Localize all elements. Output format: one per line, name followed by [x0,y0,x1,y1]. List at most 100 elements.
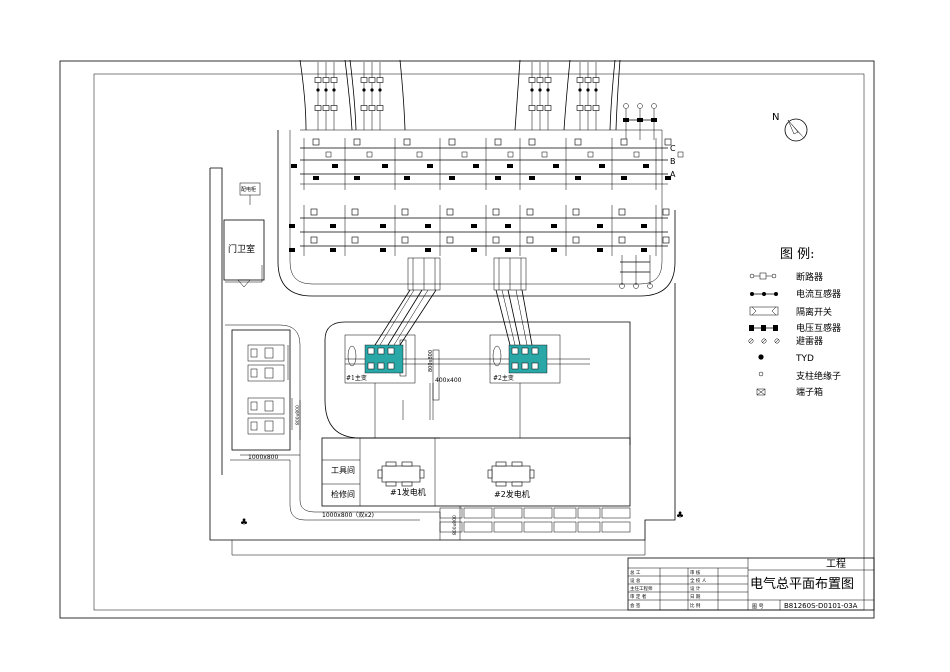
generator-1-label: #1发电机 [390,487,426,497]
legend-arrester-icon [748,338,780,344]
disconnector-icon [382,164,388,168]
switchyard-feeders [299,59,621,131]
parking-bays [439,507,631,533]
transformer-leads [374,257,533,346]
bus-lower [300,205,668,289]
legend-breaker-icon [749,272,777,280]
disconnector-icon [471,224,477,228]
breaker-icon [618,208,626,216]
disconnector-icon [330,248,336,252]
trench-left-vert-dim: 800x800 [295,405,301,425]
outer-frame [59,60,875,619]
legend-tyd-label: TYD [795,354,814,364]
legend-insulator-label: 支柱绝缘子 [796,370,841,382]
breaker-icon [526,208,534,216]
breaker-icon [662,236,670,244]
breaker-icon [620,138,628,146]
disconnector-icon [575,176,581,180]
legend-ct-label: 电流互感器 [796,288,841,300]
disconnector-icon [643,164,649,168]
breaker-icon [351,208,359,216]
disconnector-icon [621,176,627,180]
disconnector-icon [330,224,336,228]
disconnector-icon [597,248,603,252]
disconnector-icon [505,248,511,252]
disconnector-icon [529,176,535,180]
north-arrow-icon: N [772,112,808,142]
disconnector-icon [551,248,557,252]
tree-icon-right: ♣ [676,511,684,521]
tb-left-row-0: 总 工 [630,569,641,576]
breaker-icon [366,151,373,158]
breaker-icon [574,138,582,146]
breaker-icon [526,236,534,244]
breaker-icon [664,138,672,146]
disconnector-icon [641,248,647,252]
disconnector-icon [641,224,647,228]
disconnector-icon [471,248,477,252]
disconnector-icon [380,224,386,228]
trench-left-h-dim: 1000x800 [248,454,278,461]
bus-lower-devices [289,208,670,252]
tb-mid-row-2: 设 计 [690,585,701,592]
disconnector-icon [291,164,297,168]
disconnector-icon [473,164,479,168]
breaker-icon [528,138,536,146]
breaker-icon [403,138,411,146]
tb-mid-row-4: 比 例 [690,602,701,609]
generator-2 [487,461,535,487]
transformer-yard: #1主变 #2主变 400x400 800x800 [324,321,631,445]
trench-mid-dim: 400x400 [435,377,462,384]
legend: 图 例: 断路器 电流互感器 隔离开关 电压互感器 避雷器 [748,247,841,398]
generator-2-label: #2发电机 [494,489,530,499]
breaker-icon [446,208,454,216]
tb-drawing-no: B81260S-D0101-03A [784,602,858,610]
legend-tyd-icon [758,354,764,360]
legend-insulator-icon [758,371,764,377]
phase-b-label: B [670,157,676,166]
trench-bottom-dim: 1000x800（双x2) [322,512,374,519]
tb-drawing-no-label: 图 号 [752,604,764,610]
disconnector-icon [553,164,559,168]
tb-left-row-1: 设 总 [630,577,641,584]
breaker-icon [401,208,409,216]
north-label: N [772,112,779,123]
disconnector-icon [354,176,360,180]
tb-left-row-4: 会 签 [630,602,641,609]
title-block: 总 工 设 总 主任工程师 审 定 者 会 签 审 核 全 校 人 设 计 日 … [627,557,875,611]
legend-breaker-label: 断路器 [796,271,823,283]
disconnector-icon [289,248,295,252]
breaker-icon [310,208,318,216]
bus-upper-devices [291,138,684,180]
breaker-icon [541,151,548,158]
breaker-icon [633,151,640,158]
breaker-icon [494,138,502,146]
legend-pt-label: 电压互感器 [796,322,841,334]
disconnector-icon [507,164,513,168]
legend-terminal-box-label: 端子箱 [796,386,823,398]
disconnector-icon [313,176,319,180]
disconnector-icon [404,176,410,180]
disconnector-icon [597,224,603,228]
disconnector-icon [289,224,295,228]
disconnector-icon [665,176,671,180]
breaker-icon [448,138,456,146]
tb-left-row-2: 主任工程师 [630,585,653,592]
disconnector-icon [380,248,386,252]
breaker-icon [572,236,580,244]
guard-room-label: 门卫室 [228,243,255,255]
breaker-icon [507,151,514,158]
legend-arrester-label: 避雷器 [796,335,823,347]
guard-room: 门卫室 配电柜 [223,182,265,288]
disconnector-icon [551,224,557,228]
site-boundary [209,129,676,556]
legend-disconnector-icon [749,306,779,316]
phase-a-label: A [670,170,676,179]
breaker-icon [446,236,454,244]
tb-mid-row-1: 全 校 人 [690,577,707,584]
breaker-icon [572,208,580,216]
legend-pt-icon [749,325,778,331]
tools-room-label: 工具间 [331,466,355,475]
tb-mid-row-3: 日 期 [690,594,701,600]
disconnector-icon [449,176,455,180]
